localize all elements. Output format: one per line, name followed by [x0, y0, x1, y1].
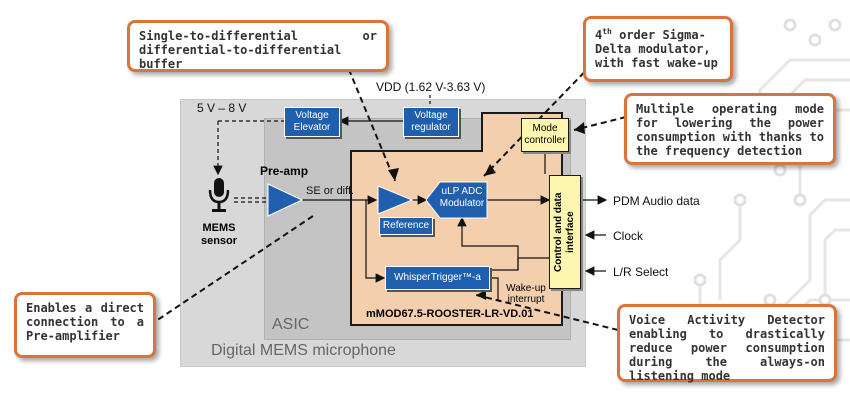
mems-sensor-label: MEMS sensor	[200, 222, 238, 247]
control-data-interface-block: Control and data interface	[549, 175, 581, 289]
callout-operating-mode-text: Multiple operating mode for lowering the…	[636, 102, 824, 158]
callout-sigma-delta-sup: th	[602, 27, 612, 36]
voltage-regulator-block: Voltage regulator	[403, 107, 459, 137]
reference-block: Reference	[379, 217, 433, 235]
microphone-icon	[208, 178, 230, 212]
adc-modulator-label: uLP ADC Modulator	[439, 186, 485, 209]
callout-vad-text: Voice Activity Detector enabling to dras…	[629, 313, 825, 383]
voltage-elevator-block: Voltage Elevator	[284, 107, 340, 137]
callout-direct-connection-text: Enables a direct connection to a Pre-amp…	[26, 301, 144, 343]
callout-direct-connection: Enables a direct connection to a Pre-amp…	[14, 292, 156, 358]
callout-vad: Voice Activity Detector enabling to dras…	[617, 304, 837, 383]
vdd-label: VDD (1.62 V-3.63 V)	[376, 80, 486, 94]
callout-buffer: Single-to-differential or differential-t…	[127, 20, 389, 72]
lr-select-label: L/R Select	[613, 265, 669, 279]
callout-sigma-delta-num: 4	[595, 28, 603, 42]
whispertrigger-block: WhisperTrigger™-a	[385, 266, 490, 290]
clock-label: Clock	[613, 229, 644, 243]
se-or-diff-label: SE or diff.	[306, 185, 355, 197]
wakeup-interrupt-label: Wake-up interrupt	[506, 283, 546, 305]
control-data-interface-label: Control and data interface	[553, 192, 576, 272]
mode-controller-block: Mode controller	[521, 118, 569, 152]
callout-sigma-delta-text: order Sigma-Delta modulator, with fast w…	[595, 28, 718, 70]
digital-mems-label: Digital MEMS microphone	[211, 342, 396, 359]
callout-sigma-delta: 4th order Sigma-Delta modulator, with fa…	[583, 16, 733, 82]
supply-voltage-label: 5 V – 8 V	[197, 101, 247, 115]
callout-buffer-text: Single-to-differential or differential-t…	[139, 29, 377, 71]
pdm-audio-label: PDM Audio data	[613, 194, 700, 208]
core-name: mMOD67.5-ROOSTER-LR-VD.01	[366, 308, 534, 320]
preamp-label: Pre-amp	[260, 164, 309, 178]
asic-label: ASIC	[272, 316, 310, 333]
callout-operating-mode: Multiple operating mode for lowering the…	[624, 93, 836, 165]
